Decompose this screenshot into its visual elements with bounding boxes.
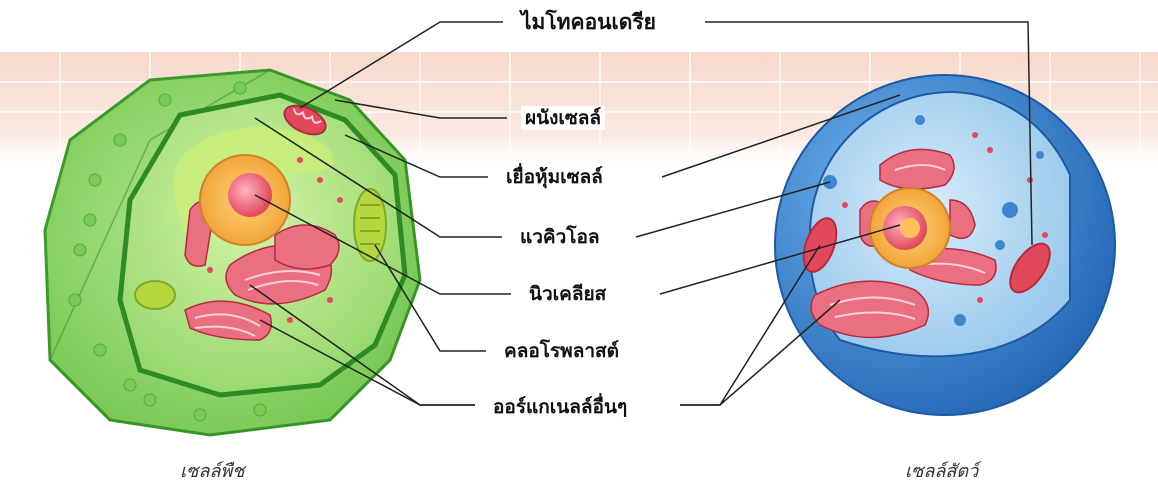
label-chloroplast: คลอโรพลาสต์ [500, 339, 623, 363]
plant-vacuole [174, 126, 333, 250]
animal-nucleolus [900, 218, 920, 238]
caption-plant-cell: เซลล์พืช [180, 461, 245, 482]
animal-vesicles [823, 115, 1044, 326]
label-cell-wall: ผนังเซลล์ [521, 106, 606, 130]
animal-cell [774, 74, 1116, 416]
label-other-organelles: ออร์แกเนลล์อื่นๆ [489, 395, 632, 419]
leader-lines [249, 21, 1033, 406]
caption-animal-cell: เซลล์สัตว์ [905, 461, 979, 482]
plant-organelles [184, 200, 340, 341]
label-vacuole: แวคิวโอล [516, 225, 604, 249]
plant-nucleolus [228, 173, 272, 217]
plant-wall-dots [68, 81, 267, 422]
label-mitochondria: ไมโทคอนเดรีย [517, 10, 660, 34]
label-cell-membrane: เยื่อหุ้มเซลล์ [502, 165, 607, 189]
plant-vesicles [207, 157, 343, 323]
plant-cell [43, 68, 422, 437]
plant-chloroplast-2 [134, 280, 176, 310]
animal-mitochondrion-right [1009, 242, 1051, 294]
label-nucleus: นิวเคลียส [525, 282, 611, 306]
